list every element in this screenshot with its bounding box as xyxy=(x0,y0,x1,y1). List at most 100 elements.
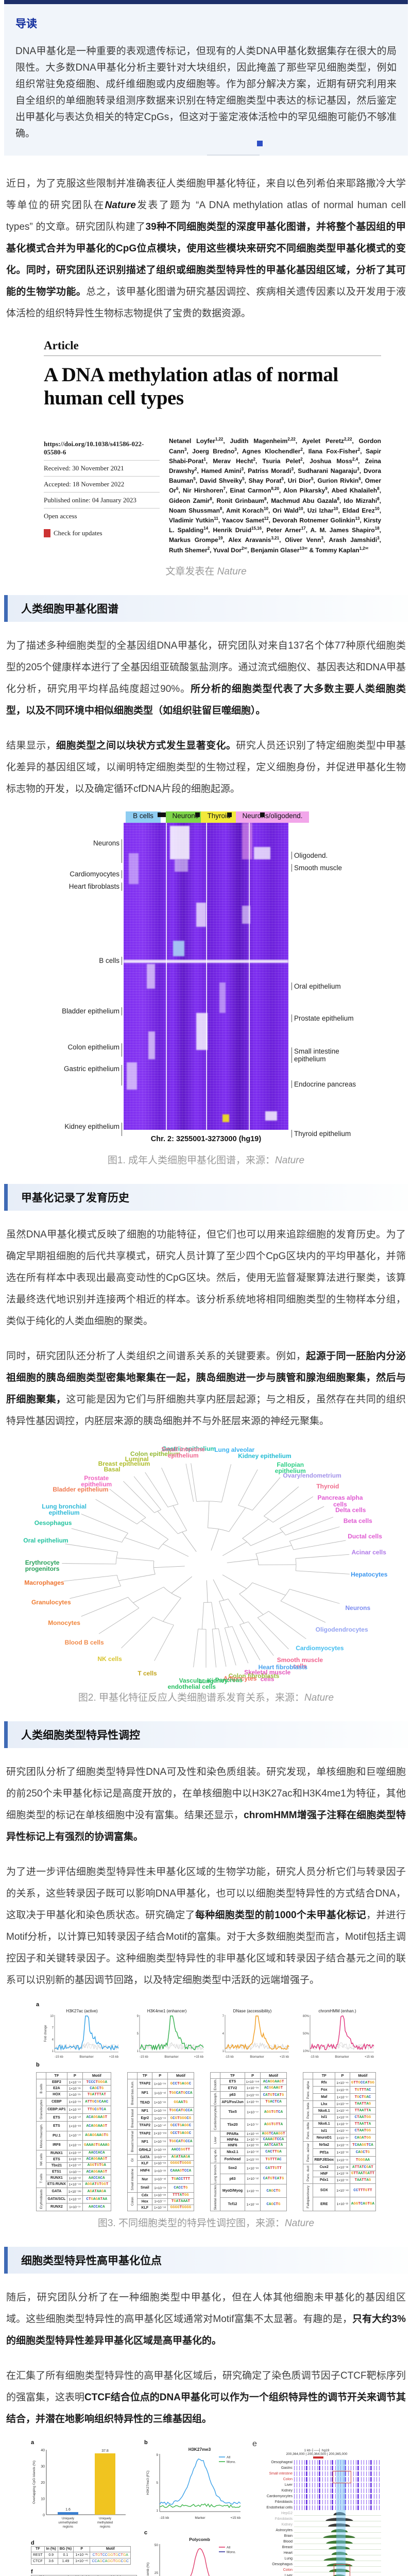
dendrogram-label-luminal: Luminal xyxy=(125,1455,149,1463)
motif-tf: Isl1 xyxy=(313,2127,336,2135)
svg-text:H3K27me3: H3K27me3 xyxy=(188,2447,211,2452)
author-name: Vladimir Yutkin xyxy=(169,516,214,524)
motif-pvalue: 1×10⁻⁸⁷ xyxy=(244,2137,261,2143)
motif-logo: CATGTCATG xyxy=(260,2173,287,2185)
author-name: Sudharani Nagaraju xyxy=(298,467,357,475)
author-affiliation: 2,4 xyxy=(352,456,358,462)
dendrogram-label-cardiomyocytes: Cardiomyocytes xyxy=(296,1645,344,1652)
author-affiliation: 8 xyxy=(377,496,380,501)
text-run: ，并进行Motif分析，以计算已知转录因子结合Motif的富集。对于大多数细胞类… xyxy=(6,1909,406,1986)
browser-track-row: Brain xyxy=(252,2533,381,2539)
motif-pvalue: 1×10⁻³⁷ xyxy=(335,2120,350,2128)
svg-text:1: 1 xyxy=(222,2050,224,2053)
svg-text:20: 20 xyxy=(41,2481,45,2485)
motif-group-label: Breast basal xyxy=(127,2107,138,2130)
motif-pvalue: 1×10⁻⁵³ xyxy=(335,2148,350,2157)
text-run: chromHMM增强子注释在细胞类型特异性标记上有强烈的协调富集。 xyxy=(6,1809,406,1842)
motif-tf: RUNX2 xyxy=(46,2202,67,2211)
motif-group-label: NK cells xyxy=(36,2150,46,2169)
motif-logo: CATGTCATG xyxy=(260,2091,287,2099)
svg-text:Biomarker: Biomarker xyxy=(335,2056,349,2059)
motif-pvalue: 1×10⁻⁴⁷ xyxy=(335,2127,350,2135)
intro-decor-line xyxy=(207,155,260,156)
author-name: David Shveiky xyxy=(199,477,243,485)
motif-logo: AGGTCAAGGT xyxy=(260,2131,287,2138)
heatmap-highlight xyxy=(242,905,251,924)
motif-tf: ETS:RUNX xyxy=(46,2181,67,2188)
heatmap-separator xyxy=(249,822,250,1130)
motif-tf: p63 xyxy=(220,2091,245,2099)
heatmap-separator xyxy=(165,822,167,1130)
browser-track-row: Colon xyxy=(252,2477,381,2482)
motif-logo: TGTTTAC xyxy=(260,2155,287,2164)
author-name: A. M. James Shapiro xyxy=(310,527,375,534)
figure3-caption: 图3. 不同细胞类型的特异性调控图，来源：Nature xyxy=(97,2217,315,2229)
motif-pvalue: 1×10⁻²⁹ xyxy=(335,2113,350,2121)
heatmap-highlight xyxy=(148,1031,155,1059)
motif-pvalue: 1×10⁻⁴⁰ xyxy=(66,2113,83,2122)
motif-logo: AGAGGAAGTG xyxy=(82,2130,111,2141)
motif-pvalue: 1×10⁻⁷⁵ xyxy=(335,2141,350,2149)
motif-pvalue: 1×10⁻⁹² xyxy=(244,2148,261,2156)
dendrogram-label-gastric-epithelium: Gastric epithelium xyxy=(162,1445,216,1452)
motif-table-header: TF xyxy=(137,2072,153,2079)
author-name: Abed Khalaileh xyxy=(331,487,377,495)
author-name: Oliver Venn xyxy=(285,536,321,544)
motif-logo: GAAAGTGAAAG xyxy=(82,2140,111,2150)
dendrogram-label-oesophagus: Oesophagus xyxy=(34,1519,72,1527)
dendrogram-label-smooth-muscle-cells: Smooth muscle cells xyxy=(277,1656,323,1670)
svg-text:30: 30 xyxy=(41,2465,45,2468)
author-name: Yuval Dor xyxy=(213,546,242,554)
divider xyxy=(44,355,381,356)
motif-pvalue: 1×10⁻⁴⁰ xyxy=(66,2162,83,2170)
motif-logo: CAGCTG xyxy=(82,2085,111,2092)
svg-text:40: 40 xyxy=(41,2449,45,2452)
motif-tf: CEBP xyxy=(46,2097,67,2106)
motif-logo: GTTGCCATGG xyxy=(349,2079,376,2087)
motif-tf: Nr5a2 xyxy=(313,2141,336,2149)
motif-group-label: Lung alv. xyxy=(210,2148,220,2163)
motif-pvalue: 1×10⁻⁹⁵ xyxy=(152,2078,168,2089)
author-affiliation: 1 xyxy=(203,456,206,462)
svg-text:9: 9 xyxy=(137,2015,139,2018)
svg-text:chromHMM (enhan.): chromHMM (enhan.) xyxy=(318,2009,356,2013)
dendrogram-label-lung-alveolar: Lung alveolar xyxy=(214,1446,255,1454)
motif-logo: GGGGTGGGG xyxy=(167,2160,194,2167)
motif-logo: TGATTTAT xyxy=(82,2091,111,2098)
motif-tf: MyoD/Myog xyxy=(220,2184,245,2198)
motif-logo: TGGGAA xyxy=(349,2156,376,2164)
heatmap-separator xyxy=(206,822,207,1130)
motif-pvalue: 1×10⁻⁸⁹ xyxy=(152,2145,168,2155)
section-header-development-history: 甲基化记录了发育历史 xyxy=(4,1183,408,1211)
motif-pvalue: 1×10⁻⁶⁶ xyxy=(244,2142,261,2149)
text-run: 在汇集了所有细胞类型特异性的高甲基化区域后，研究确定了染色质调节因子CTCF靶标… xyxy=(6,2370,406,2403)
motif-pvalue: 1×10⁻⁴² xyxy=(152,2175,168,2184)
browser-track-row: Small intestine xyxy=(252,2471,381,2477)
svg-text:methylated: methylated xyxy=(97,2521,113,2524)
svg-text:Fold change: Fold change xyxy=(44,2025,47,2042)
author-affiliation: 2 xyxy=(207,546,210,551)
motif-tf: TFAP2 xyxy=(137,2122,153,2130)
motif-tf: HNF xyxy=(313,2170,336,2178)
motif-logo: CTGAGATAA xyxy=(82,2195,111,2204)
paper-accepted: Accepted: 18 November 2022 xyxy=(44,477,160,493)
motif-tf: Forkhead xyxy=(220,2155,245,2164)
svg-text:All: All xyxy=(227,2455,231,2459)
author-affiliation: 5 xyxy=(281,477,284,482)
check-for-updates-button[interactable]: Check for updates xyxy=(44,524,160,540)
motif-pvalue: 1×10⁻⁴⁵ xyxy=(335,2079,350,2087)
motif-group-label: Mono./macroph. xyxy=(36,2121,46,2150)
